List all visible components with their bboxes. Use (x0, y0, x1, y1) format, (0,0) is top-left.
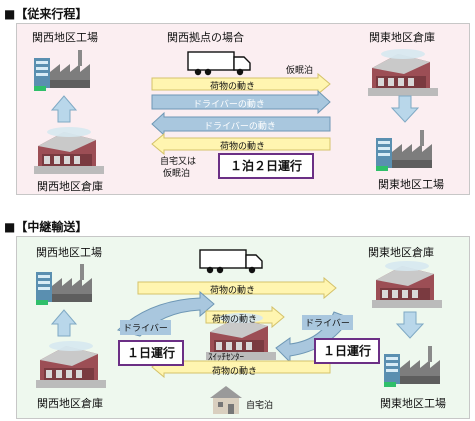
kansai-warehouse-label-2: 関西地区倉庫 (37, 397, 103, 410)
section2-header: ■【中継輸送】 (4, 220, 88, 234)
day-trip-box-left-2: １日運行 (118, 340, 184, 366)
kansai-warehouse-label-1: 関西地区倉庫 (37, 180, 103, 193)
kansai-warehouse-icon-1 (34, 127, 104, 174)
kansai-base-label: 関西拠点の場合 (167, 31, 244, 44)
kanto-factory-icon-2 (384, 346, 440, 387)
cargo-label-top-2: 荷物の動き (210, 286, 256, 296)
kansai-factory-icon-2 (36, 264, 92, 305)
cargo-label-mid-2: 荷物の動き (212, 315, 258, 325)
switch-center-label: ｽｲｯﾁｾﾝﾀｰ (208, 353, 245, 363)
driver-arrow-right-1 (151, 89, 331, 115)
kanto-factory-label-2: 関東地区工場 (380, 397, 446, 410)
driver-label-left-2: ドライバー (120, 320, 171, 335)
cargo-arrow-right-1 (151, 72, 331, 96)
down-arrow-icon-1 (390, 95, 420, 123)
up-arrow-icon-1 (50, 95, 78, 123)
cargo-label-bottom-2: 荷物の動き (212, 367, 258, 377)
truck-icon-1 (187, 51, 251, 76)
kansai-warehouse-icon-2 (36, 341, 106, 388)
driver-arrow-left-1 (151, 111, 331, 137)
kanto-factory-icon-1 (376, 130, 432, 171)
truck-icon-2 (199, 249, 263, 274)
driver-label-out-1: ドライバーの動き (193, 100, 265, 110)
kanto-warehouse-label-2: 関東地区倉庫 (368, 246, 434, 259)
cargo-label-back-1: 荷物の動き (220, 142, 266, 152)
up-arrow-icon-2 (50, 309, 78, 337)
home-or-nap-label-line2: 仮眠泊 (163, 169, 191, 179)
house-icon-2 (210, 386, 242, 414)
home-or-nap-label-line1: 自宅又は (160, 157, 197, 167)
cargo-label-out-1: 荷物の動き (210, 82, 256, 92)
down-arrow-icon-2 (395, 311, 425, 339)
home-stay-label: 自宅泊 (246, 401, 274, 411)
kansai-factory-label-1: 関西地区工場 (32, 31, 98, 44)
cargo-arrow-left-1 (151, 132, 331, 156)
cargo-arrow-top-2 (137, 276, 337, 300)
kanto-factory-label-1: 関東地区工場 (378, 178, 444, 191)
kanto-warehouse-icon-1 (368, 49, 438, 96)
kansai-factory-label-2: 関西地区工場 (36, 246, 102, 259)
driver-label-right-2: ドライバー (302, 315, 353, 330)
day-trip-box-right-2: １日運行 (314, 338, 380, 364)
overnight-label: 仮眠泊 (286, 66, 314, 76)
kanto-warehouse-label-1: 関東地区倉庫 (369, 31, 435, 44)
kansai-factory-icon-1 (34, 50, 90, 91)
driver-label-back-1: ドライバーの動き (204, 122, 276, 132)
section1-header: ■【従来行程】 (4, 7, 88, 21)
duration-box-1: １泊２日運行 (218, 153, 314, 179)
kanto-warehouse-icon-2 (372, 261, 442, 308)
